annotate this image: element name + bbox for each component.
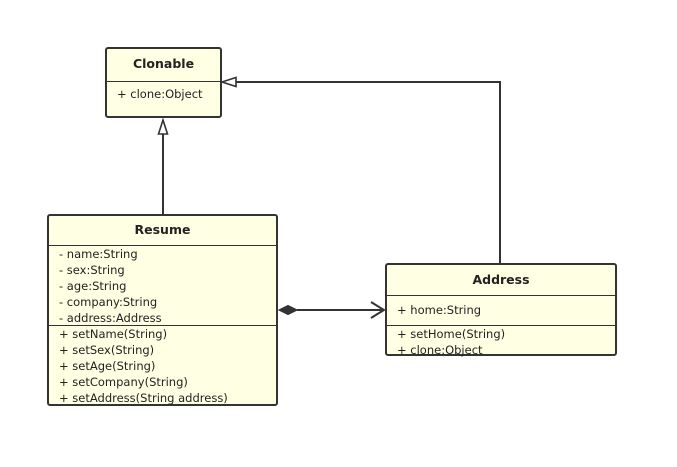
- method-member: + clone:Object: [117, 87, 203, 101]
- attribute-member: - age:String: [59, 279, 127, 293]
- method-member: + clone:Object: [397, 343, 483, 357]
- method-member: + setAddress(String address): [59, 391, 228, 405]
- method-member: + setHome(String): [397, 327, 506, 341]
- clonable-class-box[interactable]: Clonable + clone:Object: [105, 47, 222, 118]
- address-class-box[interactable]: Address + home:String + setHome(String)+…: [385, 263, 617, 358]
- address-realization-arrowhead: [219, 76, 237, 88]
- attribute-member: - name:String: [59, 247, 138, 261]
- method-member: + setName(String): [59, 327, 168, 341]
- address-class-name: Address: [387, 265, 615, 296]
- attribute-member: - address:Address: [59, 311, 162, 325]
- resume-attributes: - name:String - sex:String - age:String - c…: [49, 246, 276, 326]
- method-member: + setSex(String): [59, 343, 155, 357]
- attribute-member: - sex:String: [59, 263, 125, 277]
- resume-realization-arrowhead: [157, 117, 169, 135]
- address-attributes: + home:String: [387, 296, 615, 326]
- resume-methods: + setName(String) + setSex(String) + setAg…: [49, 326, 276, 406]
- method-member: + setCompany(String): [59, 375, 188, 389]
- attribute-member: + home:String: [397, 303, 482, 317]
- resume-class-name: Resume: [49, 216, 276, 246]
- method-member: + setAge(String): [59, 359, 156, 373]
- attribute-member: - company:String: [59, 295, 158, 309]
- address-realization-line[interactable]: [236, 81, 501, 264]
- resume-class-box[interactable]: Resume - name:String - sex:String - age:St…: [47, 214, 278, 406]
- composition-arrowhead: [370, 301, 386, 319]
- clonable-class-name: Clonable: [107, 49, 220, 82]
- address-methods: + setHome(String) + clone:Object: [387, 326, 615, 358]
- clonable-methods: + clone:Object: [107, 82, 220, 102]
- composition-diamond: [277, 304, 299, 316]
